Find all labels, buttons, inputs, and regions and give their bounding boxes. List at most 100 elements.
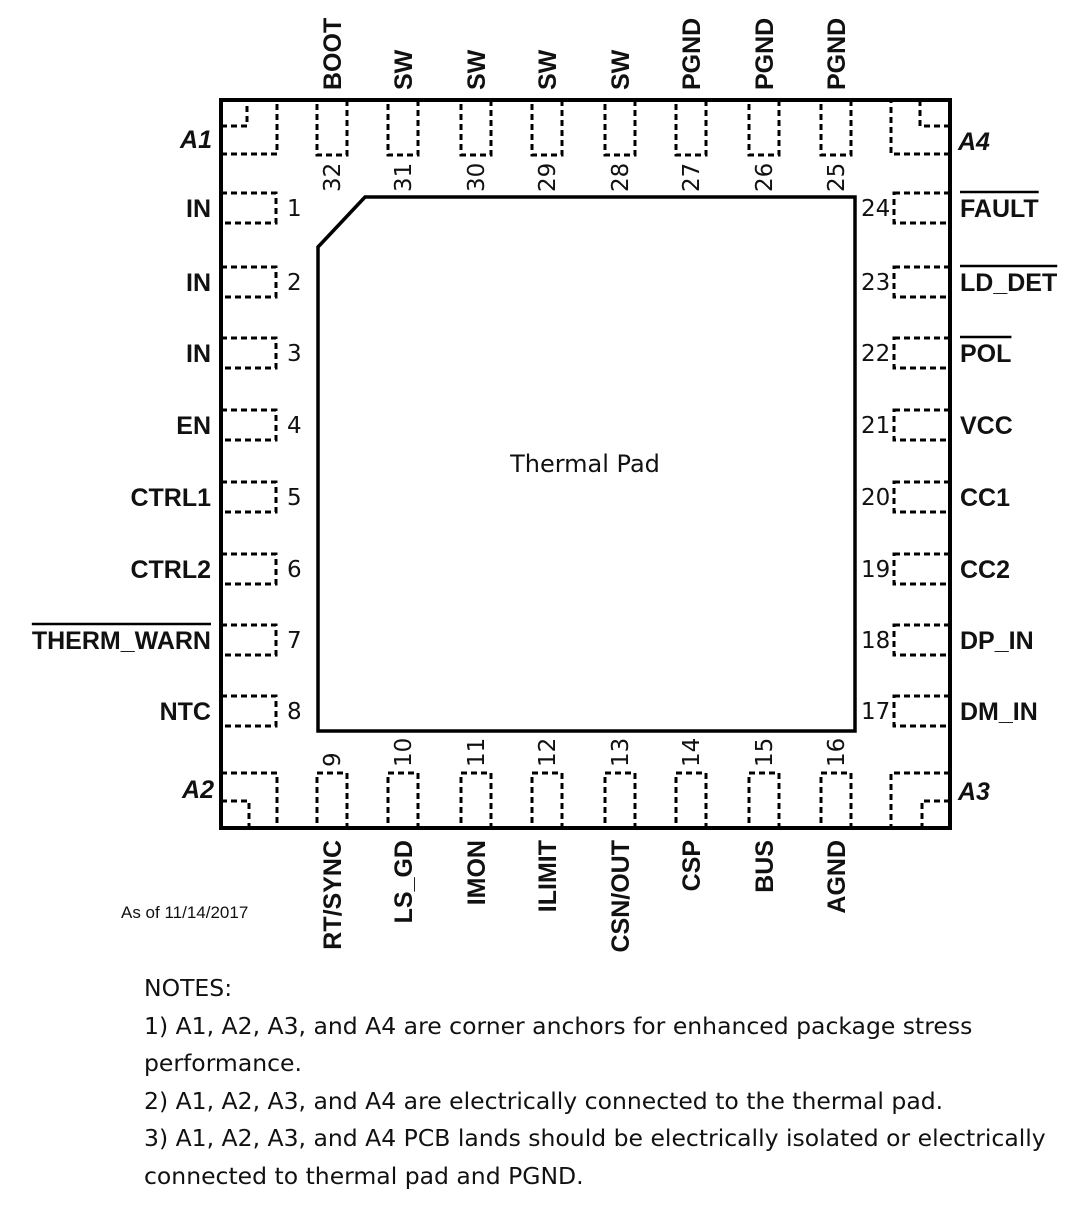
pin-label: IN [186, 269, 211, 297]
pin-number: 20 [861, 485, 890, 511]
pin-land [386, 771, 420, 830]
pin-number: 7 [287, 628, 302, 654]
pin-land [219, 552, 278, 586]
pin-number: 3 [287, 341, 302, 367]
anchor-a3-land [889, 771, 950, 828]
pin-land [674, 771, 708, 830]
pin-number: 11 [464, 738, 490, 767]
pin-land [603, 771, 637, 830]
pin-number: 17 [861, 699, 890, 725]
pin-land [386, 98, 420, 157]
pin-land [603, 98, 637, 157]
pin-label: ILIMIT [534, 840, 562, 912]
pin-land [892, 694, 952, 728]
pin-number: 15 [752, 738, 778, 767]
date-note: As of 11/14/2017 [121, 903, 248, 922]
pin-label: DM_IN [960, 698, 1038, 726]
pin-land [315, 771, 349, 830]
pin-land [819, 98, 853, 157]
pin-label: RT/SYNC [319, 840, 347, 950]
pin-land [219, 265, 278, 299]
pin-label: BOOT [319, 18, 347, 90]
thermal-pad [316, 195, 857, 733]
pin-number: 30 [464, 163, 490, 192]
pin-number: 8 [287, 699, 302, 725]
pin-label: CSP [678, 840, 706, 891]
pin-label: SW [390, 49, 418, 90]
pin-label: THERM_WARN [32, 627, 211, 655]
pin-number: 26 [752, 163, 778, 192]
note-item: 2) A1, A2, A3, and A4 are electrically c… [144, 1086, 944, 1115]
pin-number: 18 [861, 628, 890, 654]
pin-land [892, 265, 952, 299]
pin-land [892, 623, 952, 657]
pin-number: 27 [679, 163, 705, 192]
pin-label: BUS [751, 840, 779, 893]
pin-number: 12 [535, 738, 561, 767]
pin-label: AGND [823, 840, 851, 914]
package-outline [219, 98, 952, 830]
pin-label: IN [186, 195, 211, 223]
pin-label: DP_IN [960, 627, 1034, 655]
pin-number: 22 [861, 341, 890, 367]
notes-heading: NOTES: [144, 974, 233, 1002]
pin-number: 5 [287, 485, 302, 511]
pin-land [315, 98, 349, 157]
pin-label: PGND [751, 18, 779, 90]
pin-number: 2 [287, 270, 302, 296]
pin-label: POL [960, 340, 1011, 368]
anchor-a1-land [221, 100, 279, 156]
anchor-a3-label: A3 [957, 778, 990, 806]
pin-number: 25 [824, 163, 850, 192]
pin-land [747, 98, 781, 157]
pin-label: EN [176, 412, 211, 440]
pin-number: 19 [861, 557, 890, 583]
pin-label: IMON [463, 840, 491, 905]
pin-land [530, 771, 564, 830]
pin-number: 16 [824, 738, 850, 767]
pin-land [747, 771, 781, 830]
pin-label: PGND [678, 18, 706, 90]
pin-number: 32 [320, 163, 346, 192]
anchor-a2-land [221, 771, 279, 828]
pin-land [892, 480, 952, 514]
pin-number: 9 [320, 752, 346, 767]
pin-label: SW [607, 49, 635, 90]
pin-land [674, 98, 708, 157]
pin-number: 24 [861, 196, 890, 222]
pin-number: 13 [608, 738, 634, 767]
pin-number: 31 [391, 163, 417, 192]
pin-land [219, 336, 278, 370]
pin-label: CSN/OUT [607, 840, 635, 953]
pin-label: IN [186, 340, 211, 368]
pin-label: LD_DET [960, 269, 1057, 297]
pin-label: CC2 [960, 556, 1010, 584]
pin-label: VCC [960, 412, 1013, 440]
pin-number: 23 [861, 270, 890, 296]
pin-land [459, 771, 493, 830]
pin-label: SW [534, 49, 562, 90]
pin-label: NTC [160, 698, 211, 726]
pin-label: FAULT [960, 195, 1039, 223]
pin-land [459, 98, 493, 157]
pin-number: 4 [287, 413, 302, 439]
pin-land [819, 771, 853, 830]
pin-land [219, 408, 278, 442]
thermal-pad-label: Thermal Pad [509, 450, 660, 478]
pin-land [892, 552, 952, 586]
notes-block: NOTES: 1) A1, A2, A3, and A4 are corner … [144, 970, 1064, 1195]
pin-number: 1 [287, 196, 302, 222]
pin-land [892, 408, 952, 442]
pin-number: 28 [608, 163, 634, 192]
pin-land [219, 480, 278, 514]
pin-number: 29 [535, 163, 561, 192]
pin-number: 14 [679, 738, 705, 767]
pin-number: 6 [287, 557, 302, 583]
pin-land [892, 336, 952, 370]
pin-land [219, 191, 278, 225]
anchor-a4-label: A4 [957, 128, 990, 156]
anchor-a1-label: A1 [179, 126, 212, 154]
pin-label: LS_GD [390, 840, 418, 923]
